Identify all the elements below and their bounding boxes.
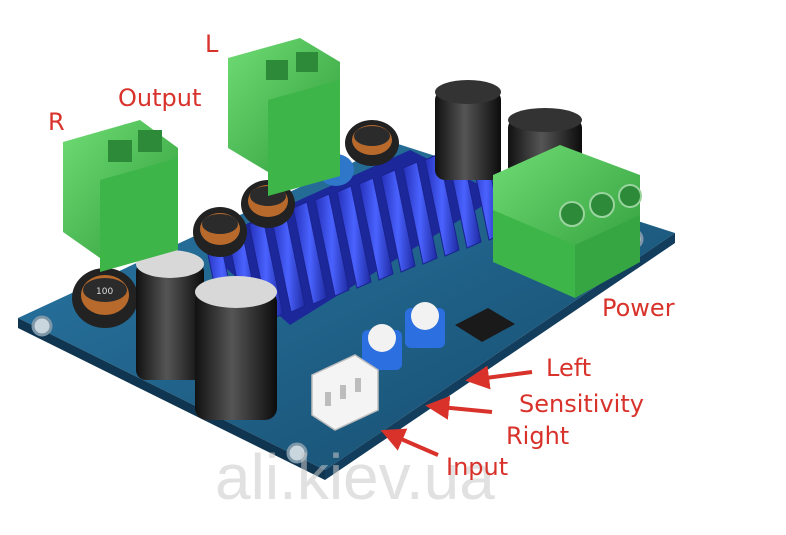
label-sensitivity: Sensitivity [519,390,644,418]
heatsink-fin [314,193,350,297]
sensitivity-potentiometers [362,302,445,370]
heatsink-fin [402,161,438,265]
label-input: Input [446,453,509,481]
heatsink-fin [424,153,460,257]
regulator-chip [455,308,515,342]
arrow-icon [465,365,533,390]
heatsink-fin [292,201,328,305]
heatsink-fin [336,185,372,289]
label-r: R [48,108,65,136]
terminal-power [493,145,642,298]
arrow-icon [425,395,493,420]
heatsink-fin [380,169,416,273]
label-power: Power [602,294,675,322]
watermark-text: ali.kiev.ua [215,441,495,513]
label-l: L [205,30,219,58]
label-right: Right [506,422,570,450]
label-output: Output [118,84,202,112]
terminal-output-r [63,120,178,272]
arrow-icon [380,428,439,457]
input-connector [311,354,379,431]
heatsink-fin [358,177,394,281]
terminal-output-l [228,38,340,196]
annotation-arrows [380,365,533,457]
label-left: Left [546,354,592,382]
inductor-marking: 100 [96,287,113,297]
inductors: 100 [72,120,399,328]
